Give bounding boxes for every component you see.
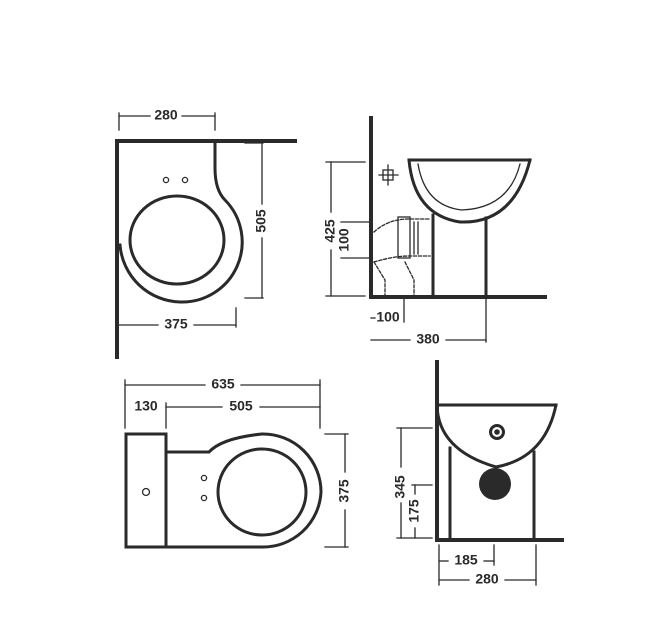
dim-label: 100 xyxy=(376,309,400,325)
dim-label: 280 xyxy=(154,107,178,123)
dim-280-front: 280 xyxy=(438,544,537,587)
dim-425: 425 xyxy=(322,161,366,297)
plan-view: 635 130 505 375 xyxy=(124,376,352,549)
dim-280-top: 280 xyxy=(118,107,216,131)
waste-pipe xyxy=(373,216,431,297)
pan-body xyxy=(164,432,323,549)
dim-label: 185 xyxy=(454,552,478,568)
dim-380: 380 xyxy=(370,298,487,347)
cistern-outline xyxy=(124,432,168,549)
dim-label: 375 xyxy=(164,316,188,332)
dim-375-bottom: 375 xyxy=(118,307,237,332)
waste-outlet-icon xyxy=(479,468,511,500)
pan-outline xyxy=(115,139,244,304)
dim-label: 345 xyxy=(392,475,408,499)
tap-hole-icon xyxy=(489,424,505,440)
top-view: 280 505 375 xyxy=(115,107,297,359)
side-view: 425 100 100 380 xyxy=(322,116,547,347)
tap-hole-icon xyxy=(494,429,500,435)
fixing-bolt-icon xyxy=(378,164,399,186)
fixing-hole-icon xyxy=(200,474,208,482)
dim-label: 175 xyxy=(406,499,422,523)
basin-inner xyxy=(417,163,521,211)
basin-outer xyxy=(435,403,558,469)
dim-175: 175 xyxy=(406,484,433,539)
dim-635: 635 xyxy=(124,376,321,429)
dim-label: 375 xyxy=(336,479,352,503)
dim-label: 100 xyxy=(336,228,352,252)
dim-505: 505 xyxy=(165,398,321,414)
bowl-circle xyxy=(128,194,226,286)
dim-130: 130 xyxy=(134,398,167,429)
dim-label: 635 xyxy=(211,376,235,392)
fixing-hole-icon xyxy=(181,176,189,184)
dim-375: 375 xyxy=(324,433,352,548)
fixing-hole-icon xyxy=(200,494,208,502)
dim-label: 380 xyxy=(416,331,440,347)
dim-label: 425 xyxy=(322,219,338,243)
flush-button-icon xyxy=(141,487,151,497)
dim-100-vertical: 100 xyxy=(336,221,370,259)
dim-label: 280 xyxy=(475,571,499,587)
front-view: 345 175 185 280 xyxy=(392,360,564,587)
basin-outer xyxy=(407,158,532,224)
dim-label: 505 xyxy=(253,209,269,233)
dim-100-horizontal: 100 xyxy=(370,298,405,325)
fixing-hole-icon xyxy=(162,176,170,184)
dim-185: 185 xyxy=(438,544,495,586)
bowl-circle xyxy=(216,447,308,537)
dim-label: 130 xyxy=(134,398,158,414)
dim-505-right: 505 xyxy=(244,142,269,299)
dim-label: 505 xyxy=(229,398,253,414)
